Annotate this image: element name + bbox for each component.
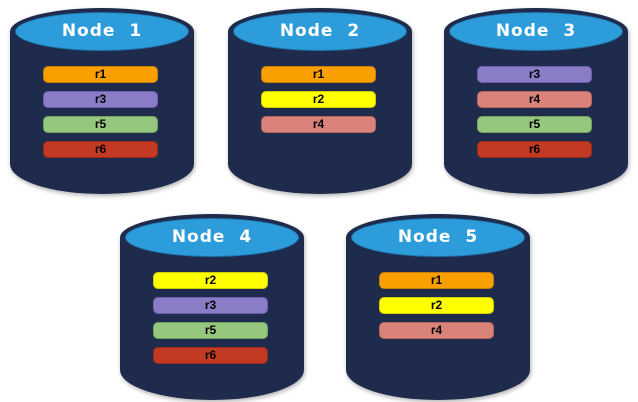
replica-bar-r4: r4 bbox=[379, 322, 494, 339]
node-title: Node 4 bbox=[171, 227, 253, 247]
node-title: Node 2 bbox=[279, 21, 361, 41]
replica-bar-r6: r6 bbox=[153, 347, 268, 364]
replica-bar-r1: r1 bbox=[261, 66, 376, 83]
replica-bar-r1: r1 bbox=[43, 66, 158, 83]
node-title: Node 1 bbox=[61, 21, 143, 41]
replica-bar-r3: r3 bbox=[477, 66, 592, 83]
replica-list: r3 r4 r5 r6 bbox=[477, 66, 592, 166]
replica-bar-r4: r4 bbox=[261, 116, 376, 133]
replica-bar-r2: r2 bbox=[153, 272, 268, 289]
cylinder-body bbox=[346, 237, 530, 400]
cylinder-body bbox=[10, 31, 194, 194]
replica-bar-r3: r3 bbox=[153, 297, 268, 314]
cylinder-top bbox=[351, 218, 525, 257]
node-cylinder: Node 4 r2 r3 r5 r6 bbox=[120, 214, 304, 400]
cylinder-top bbox=[449, 12, 623, 51]
replica-bar-r5: r5 bbox=[153, 322, 268, 339]
cylinder-top bbox=[125, 218, 299, 257]
cylinder-top bbox=[233, 12, 407, 51]
replica-bar-r2: r2 bbox=[261, 91, 376, 108]
cylinder-body bbox=[228, 31, 412, 194]
replica-list: r1 r3 r5 r6 bbox=[43, 66, 158, 166]
replica-bar-r6: r6 bbox=[477, 141, 592, 158]
cylinder-body bbox=[444, 31, 628, 194]
replica-bar-r3: r3 bbox=[43, 91, 158, 108]
node-title: Node 5 bbox=[397, 227, 479, 247]
replica-bar-r6: r6 bbox=[43, 141, 158, 158]
replica-list: r1 r2 r4 bbox=[379, 272, 494, 347]
replica-bar-r5: r5 bbox=[477, 116, 592, 133]
replica-bar-r2: r2 bbox=[379, 297, 494, 314]
replica-list: r2 r3 r5 r6 bbox=[153, 272, 268, 372]
node-title: Node 3 bbox=[495, 21, 577, 41]
node-cylinder: Node 5 r1 r2 r4 bbox=[346, 214, 530, 400]
replica-bar-r1: r1 bbox=[379, 272, 494, 289]
replica-bar-r4: r4 bbox=[477, 91, 592, 108]
cylinder-top bbox=[15, 12, 189, 51]
cylinder-body bbox=[120, 237, 304, 400]
node-cylinder: Node 3 r3 r4 r5 r6 bbox=[444, 8, 628, 194]
replica-list: r1 r2 r4 bbox=[261, 66, 376, 141]
node-cylinder: Node 2 r1 r2 r4 bbox=[228, 8, 412, 194]
node-cylinder: Node 1 r1 r3 r5 r6 bbox=[10, 8, 194, 194]
replica-bar-r5: r5 bbox=[43, 116, 158, 133]
